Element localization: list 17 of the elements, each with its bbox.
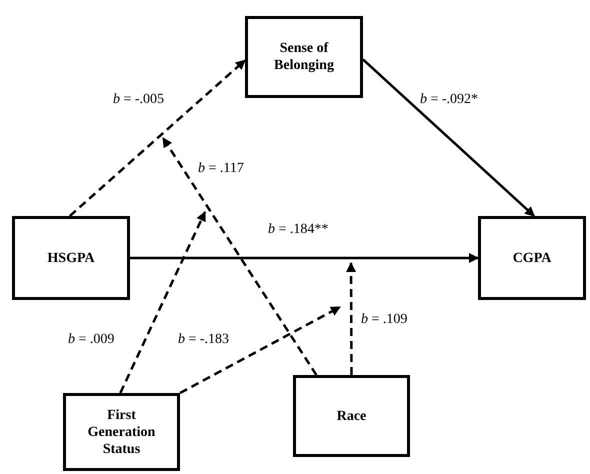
arrow [68,59,246,217]
variable-name: HSGPA [47,250,95,266]
variable-name: Sense of Belonging [274,40,334,74]
variable-box [63,393,180,471]
arrow [162,137,318,376]
variable-box [478,216,586,300]
variable-name: CGPA [512,250,552,266]
variable-box [12,216,130,300]
arrow [362,58,535,217]
arrow [130,253,479,263]
variable-name: Race [336,408,366,424]
arrow [179,306,341,394]
variable-box [293,375,410,457]
arrow [119,211,206,394]
variable-name: First Generation Status [86,406,156,458]
variable-box [245,16,363,98]
arrow [346,262,356,375]
